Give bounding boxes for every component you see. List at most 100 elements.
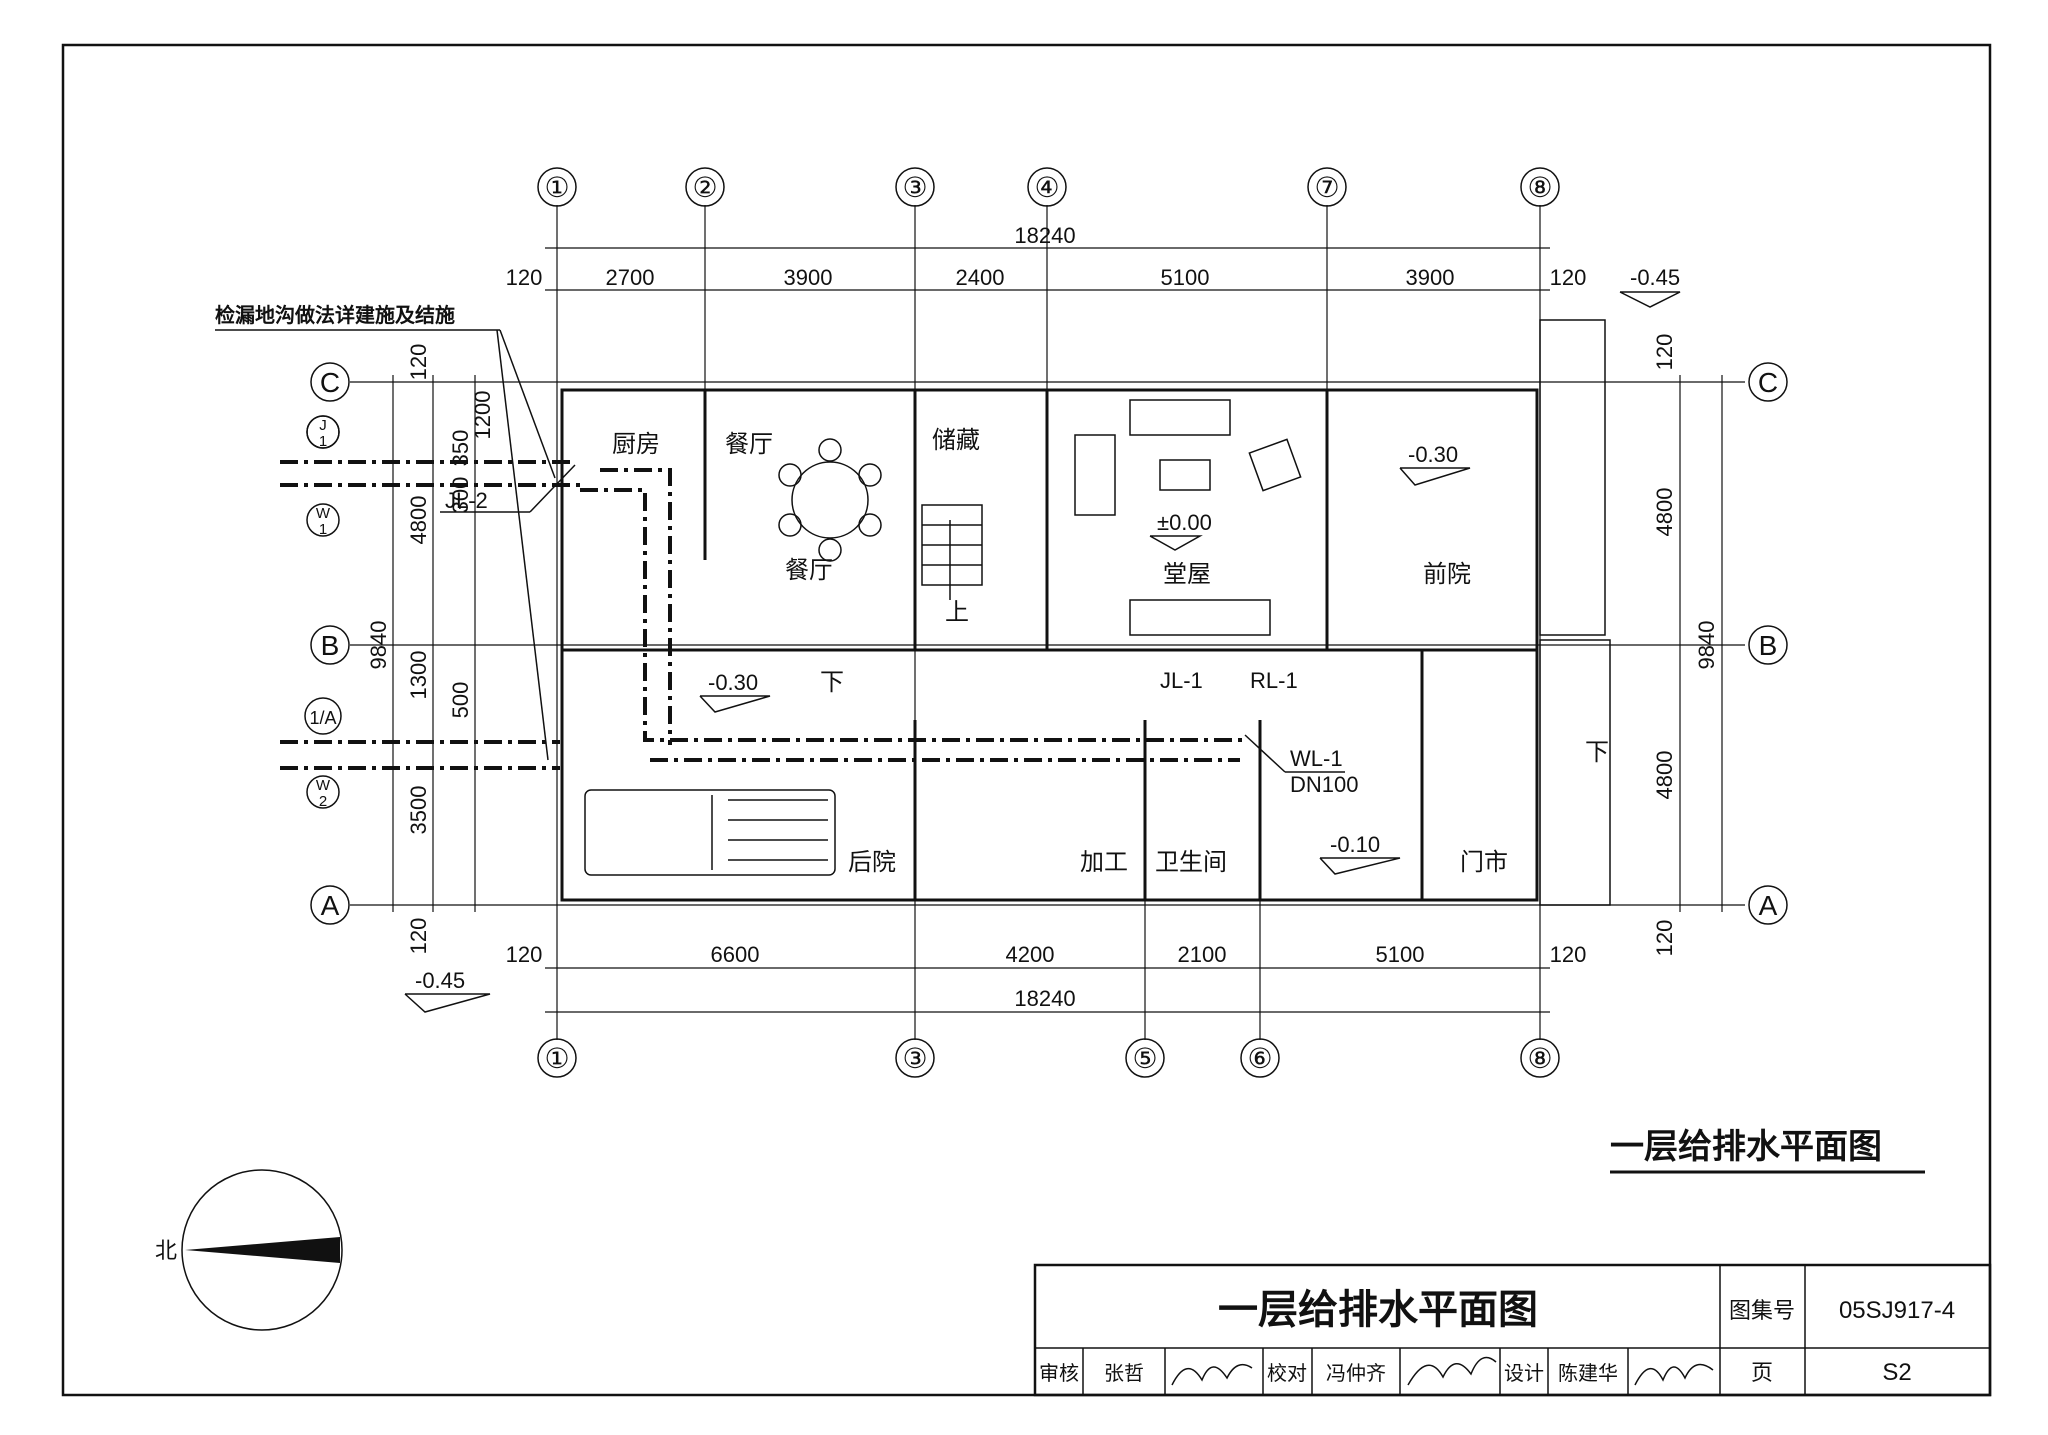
north-label: 北 [155,1238,177,1263]
axis-sub-j1-num: 1 [319,433,327,450]
room-kitchen: 厨房 [612,431,660,458]
axis-top-4: ④ [1034,172,1059,203]
tb-review-label: 审核 [1039,1362,1079,1385]
level-front-yard: -0.30 [1408,442,1458,467]
dim-top-2400: 2400 [956,265,1005,290]
dim-left-1200: 1200 [470,391,495,440]
axis-sub-1a: 1/A [309,708,336,728]
pipe-jl2: JL-2 [445,488,488,513]
car [584,789,836,876]
tb-checker: 冯仲齐 [1326,1362,1386,1385]
axis-top-2: ② [692,172,717,203]
dim-right-9840: 9840 [1694,621,1719,670]
north-arrow: 北 [155,1169,343,1331]
dim-left-120a: 120 [406,344,431,381]
axis-bottom-5: ⑤ [1132,1043,1157,1074]
level-bottom-left: -0.45 [415,968,465,993]
axis-top-8: ⑧ [1527,172,1552,203]
dim-top-3900b: 3900 [1406,265,1455,290]
pipe-jl1: JL-1 [1160,668,1203,693]
dim-left-1300: 1300 [406,651,431,700]
dim-top-3900a: 3900 [784,265,833,290]
axis-right-a: A [1759,890,1778,921]
tb-design-label: 设计 [1504,1362,1544,1385]
level-shop: -0.10 [1330,832,1380,857]
room-hall-level: ±0.00 [1157,510,1212,535]
stair-up-label: 上 [945,599,969,626]
pipe-w1-bottom: 1 [319,521,327,538]
level-top-right: -0.45 [1630,265,1680,290]
tb-checker-signature [1407,1356,1497,1386]
dim-right-4800a: 4800 [1652,488,1677,537]
leader-note-text: 检漏地沟做法详建施及结施 [215,303,455,327]
label-down-2: 下 [1585,739,1609,766]
pipe-markers: W 1 W 2 JL-2 JL-1 RL-1 WL-1 DN100 [306,415,1358,810]
dim-left-500: 500 [448,682,473,719]
dim-bottom-120b: 120 [1550,942,1587,967]
axis-bottom-6: ⑥ [1247,1043,1272,1074]
pipes [280,460,1245,770]
tb-title: 一层给排水平面图 [1218,1288,1538,1332]
right-dimensions: 120 4800 4800 120 9840 [1652,334,1723,957]
axis-right-b: B [1759,630,1778,661]
dim-right-4800b: 4800 [1652,751,1677,800]
dim-bottom-total: 18240 [1014,986,1075,1011]
sheet-border [61,43,1992,1397]
title-block: 一层给排水平面图 图集号 05SJ917-4 页 S2 审核 张哲 校对 冯仲齐… [1033,1263,1992,1397]
dining-table [778,438,882,562]
plan-title-text: 一层给排水平面图 [1610,1128,1882,1166]
side-axis-grid: C B A C B A J 1 1/A [304,362,1788,925]
tb-page-label: 页 [1751,1360,1773,1385]
tb-reviewer-signature [1171,1363,1253,1386]
room-toilet: 卫生间 [1155,849,1227,876]
room-workshop: 加工 [1080,849,1128,876]
axis-bottom-1: ① [544,1043,569,1074]
room-front-yard: 前院 [1423,561,1471,588]
axis-top-3: ③ [902,172,927,203]
plan-title: 一层给排水平面图 [1610,1128,1925,1174]
axis-left-c: C [320,367,340,398]
pipe-w2-top: W [316,777,331,794]
dim-left-300: 300 [448,477,473,514]
axis-sub-j1: J [319,417,327,434]
room-storage: 储藏 [932,427,980,454]
dim-right-120a: 120 [1652,334,1677,371]
hall-furniture [1074,399,1302,636]
leader-note: 检漏地沟做法详建施及结施 [215,303,556,761]
dim-bottom-6600: 6600 [711,942,760,967]
tb-atlas-label: 图集号 [1729,1298,1795,1323]
level-corridor: -0.30 [708,670,758,695]
building-walls [560,319,1611,906]
bottom-axis-grid: ① ③ ⑤ ⑥ ⑧ [537,900,1560,1078]
left-dimensions: 9840 120 1200 350 300 4800 1300 500 3500… [366,344,495,955]
dim-top-5100: 5100 [1161,265,1210,290]
north-arrow-circle [181,1169,343,1331]
dim-top-2700: 2700 [606,265,655,290]
pipe-wl1: WL-1 [1290,746,1343,771]
tb-atlas-no: 05SJ917-4 [1839,1297,1955,1324]
tb-designer-signature [1634,1363,1714,1386]
dim-left-9840: 9840 [366,621,391,670]
dim-bottom-4200: 4200 [1006,942,1055,967]
pipe-wl1-size: DN100 [1290,772,1358,797]
tb-page-no: S2 [1882,1359,1911,1386]
axis-left-b: B [321,630,340,661]
top-axis-grid: ① ② ③ ④ ⑦ ⑧ [537,167,1560,1040]
dim-left-120b: 120 [406,918,431,955]
pipe-rl1: RL-1 [1250,668,1298,693]
dim-left-4800: 4800 [406,496,431,545]
room-dining1: 餐厅 [725,431,773,458]
axis-bottom-3: ③ [902,1043,927,1074]
room-dining2: 餐厅 [785,557,833,584]
axis-top-1: ① [544,172,569,203]
dim-left-3500: 3500 [406,786,431,835]
tb-reviewer: 张哲 [1104,1362,1144,1385]
axis-bottom-8: ⑧ [1527,1043,1552,1074]
tb-check-label: 校对 [1267,1362,1307,1385]
label-down-1: 下 [820,669,844,696]
dim-top-total: 18240 [1014,223,1075,248]
top-dimensions: 18240 120 2700 3900 2400 5100 3900 120 [506,223,1586,291]
dim-right-120b: 120 [1652,920,1677,957]
axis-right-c: C [1758,367,1778,398]
